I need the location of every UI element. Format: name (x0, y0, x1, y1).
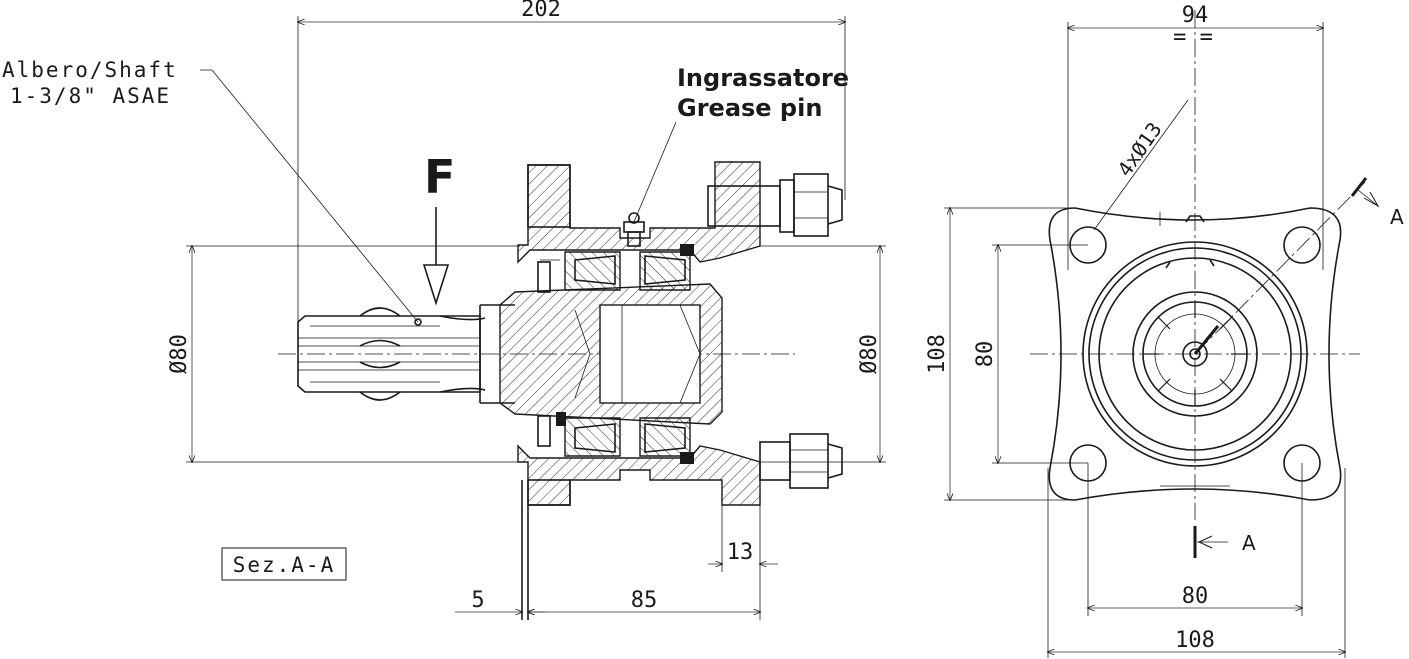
dim-height-inner: 80 (973, 341, 998, 368)
dim-nut-offset: 13 (727, 540, 754, 565)
dim-overall-length: 202 (521, 0, 561, 22)
grease-label-line2: Grease pin (677, 94, 822, 122)
section-marker-bottom: A (1242, 531, 1256, 555)
dim-flange-thickness: 5 (471, 588, 484, 613)
dim-shaft-diameter-left: Ø80 (167, 334, 192, 374)
housing-top (517, 161, 761, 264)
splined-shaft (297, 304, 515, 404)
section-label: Sez.A-A (233, 553, 336, 577)
bolt-bottom (759, 433, 843, 489)
flange-outline (1048, 207, 1342, 501)
front-view: 94 = = (925, 3, 1404, 658)
dim-holes: 4xØ13 (1112, 118, 1166, 181)
housing-bottom (517, 444, 761, 506)
section-view: 202 Albero/Shaft 1-3/8" ASAE Ingrassator… (2, 0, 886, 620)
mount-hole-tr (1283, 226, 1321, 264)
force-arrow (422, 207, 450, 306)
dim-bottom-inner: 80 (1182, 584, 1209, 609)
shaft-label-line2: 1-3/8" ASAE (10, 84, 171, 108)
grease-label-line1: Ingrassatore (677, 64, 849, 92)
section-marker-top: A (1390, 205, 1404, 229)
force-label: F (424, 150, 455, 204)
bearing-top (537, 251, 691, 293)
dim-height-outer: 108 (925, 334, 950, 374)
shaft-label-line1: Albero/Shaft (2, 58, 178, 82)
symmetry-marks: = = (1173, 25, 1213, 50)
dim-shaft-diameter-right: Ø80 (857, 334, 882, 374)
dim-housing-length: 85 (631, 588, 658, 613)
grease-pin (623, 212, 645, 247)
bolt-top (707, 173, 843, 237)
dim-bottom-outer: 108 (1175, 628, 1215, 653)
